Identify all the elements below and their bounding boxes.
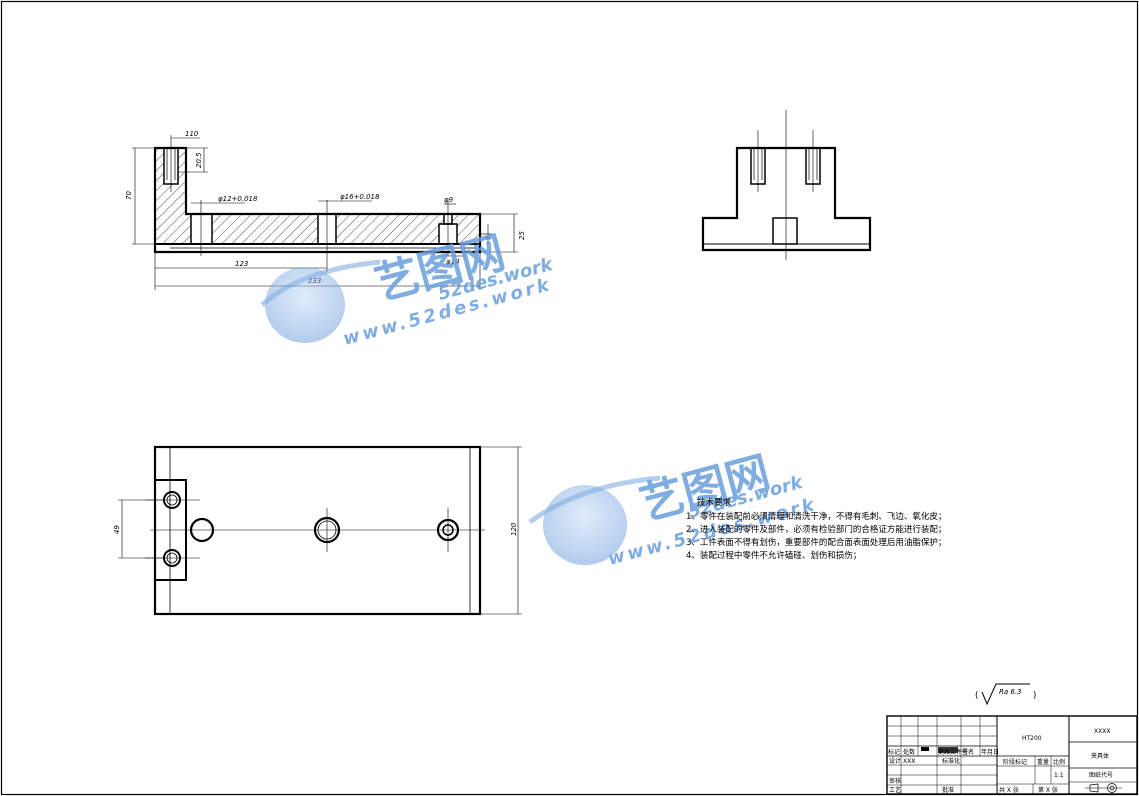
tb-weight-label: 重量 — [1037, 758, 1049, 766]
dim-123: 123 — [235, 260, 248, 268]
dim-25: 25 — [518, 231, 526, 240]
dim-hole-b: φ16+0.018 — [340, 193, 380, 201]
dim-110: 110 — [185, 130, 199, 138]
tb-design-label: 设计 — [889, 757, 901, 765]
dim-5: 5 — [484, 235, 492, 240]
top-view — [145, 445, 485, 616]
tb-part-name: 夹具体 — [1091, 752, 1109, 760]
dim-49: 49 — [113, 525, 121, 534]
tb-design-value: XXX — [903, 758, 915, 765]
dim-9: φ9 — [444, 196, 454, 204]
tb-count-label: 处数 — [903, 748, 915, 756]
dim-70: 70 — [125, 191, 133, 200]
surface-finish-symbol: ( Ra 6.3 ) — [975, 683, 1036, 706]
tb-date-label: 年月日 — [981, 748, 999, 756]
tb-change-doc-label: 更改文件号 — [938, 748, 968, 756]
dim-14: φ14 — [446, 258, 460, 266]
side-view — [701, 110, 872, 260]
tb-process-label: 工艺 — [889, 786, 901, 794]
tb-stage-label: 阶段标记 — [1003, 758, 1027, 766]
tech-title: 技术要求 — [697, 497, 732, 508]
dim-120: 120 — [510, 522, 518, 536]
dim-20-5: 20.5 — [195, 152, 203, 168]
tech-item-4: 4、装配过程中零件不允许磕碰、划伤和损伤； — [686, 550, 861, 561]
tb-total-sheets: 共 X 张 — [999, 786, 1019, 794]
dim-hole-a: φ12+0.018 — [218, 195, 258, 203]
tb-review-label: 审核 — [889, 777, 901, 785]
tb-sign-label: 签名 — [962, 748, 974, 756]
tb-approve-label: 批准 — [942, 786, 954, 794]
tb-std-label: 标准化 — [942, 757, 960, 765]
front-section-view — [153, 135, 482, 256]
surface-prefix: ( — [975, 691, 978, 701]
tb-sheet-no: 第 X 张 — [1038, 786, 1058, 794]
top-view-dimensions: 49 120 — [113, 446, 522, 615]
surface-ra-label: Ra 6.3 — [999, 688, 1022, 696]
tb-drawing-no: XXXX — [1094, 728, 1110, 735]
technical-requirements: 技术要求 1、零件在装配前必须清理和清洗干净，不得有毛刺、飞边、氧化皮； 2、进… — [686, 497, 946, 561]
tech-item-1: 1、零件在装配前必须清理和清洗干净，不得有毛刺、飞边、氧化皮； — [686, 511, 946, 522]
tb-material: HT200 — [1022, 735, 1042, 742]
tb-scale-label: 比例 — [1053, 758, 1065, 766]
title-block — [886, 715, 1138, 795]
tb-code-label: 图纸代号 — [1089, 771, 1113, 779]
tech-item-2: 2、进入装配的零件及部件，必须有检验部门的合格证方能进行装配； — [686, 524, 946, 535]
title-block-text: 标记 处数 更改文件号 签名 年月日 设计 XXX 标准化 审核 工艺 批准 H… — [888, 728, 1113, 794]
tb-scale-value: 1:1 — [1054, 772, 1064, 779]
tech-item-3: 3、工件表面不得有划伤，重要部件的配合面表面处理后用油脂保护； — [686, 537, 946, 548]
tb-marker-label: 标记 — [888, 748, 900, 756]
surface-suffix: ) — [1033, 691, 1036, 701]
